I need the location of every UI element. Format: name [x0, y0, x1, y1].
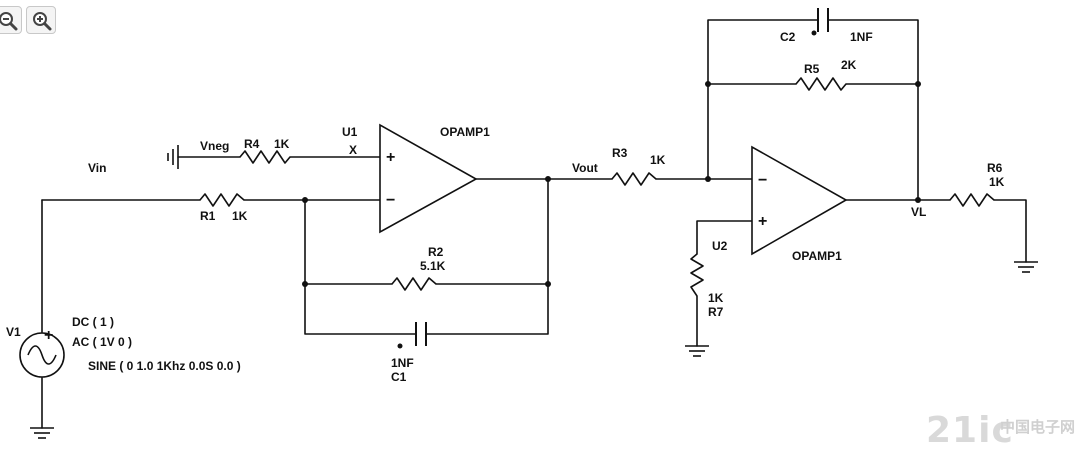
junctions: [302, 81, 921, 287]
u1-ref-label: U1: [342, 125, 358, 139]
c1-value-label: 1NF: [391, 356, 414, 370]
junction-node: [915, 197, 921, 203]
zoom-in-button[interactable]: [26, 6, 56, 34]
u1-model-label: OPAMP1: [440, 125, 490, 139]
wires: [41, 19, 1027, 429]
wire-r2-left: [304, 199, 393, 285]
u2-plus-label: +: [758, 213, 767, 230]
junction-node: [545, 281, 551, 287]
u2-minus-label: −: [758, 172, 767, 189]
wire-c2-right: [827, 19, 919, 201]
watermark: 21ic 中国电子网: [926, 410, 1075, 451]
junction-node: [705, 81, 711, 87]
r6-resistor: [949, 193, 995, 207]
r4-ref-label: R4: [244, 137, 260, 151]
u1-plus-label: +: [386, 149, 395, 166]
v1-ac-label: AC ( 1V 0 ): [72, 335, 132, 349]
v1-sine-label: SINE ( 0 1.0 1Khz 0.0S 0.0 ): [88, 359, 241, 373]
r5-value-label: 2K: [841, 58, 857, 72]
r6-ref-label: R6: [987, 161, 1003, 175]
r3-resistor: [611, 172, 657, 186]
junction-node: [915, 81, 921, 87]
c1-capacitor: [415, 322, 427, 346]
r5-resistor: [795, 77, 847, 91]
wire-c1-right: [425, 178, 549, 335]
r6-value-label: 1K: [989, 175, 1005, 189]
watermark-21ic-label: 21ic: [926, 410, 1014, 451]
r2-resistor: [391, 277, 437, 291]
wire-c1-left: [304, 283, 417, 335]
r4-value-label: 1K: [274, 137, 290, 151]
junction-node: [302, 197, 308, 203]
u2-model-label: OPAMP1: [792, 249, 842, 263]
ground-r6-icon: [1014, 261, 1038, 273]
u1-opamp: [379, 123, 478, 234]
vneg-net-label: Vneg: [200, 139, 229, 153]
watermark-cn-label: 中国电子网: [1000, 418, 1075, 436]
r3-value-label: 1K: [650, 153, 666, 167]
u1-x-label: X: [349, 143, 357, 157]
junction-node: [705, 176, 711, 182]
u2-opamp: [751, 145, 848, 256]
sine-wave-icon: [27, 345, 57, 365]
c2-value-label: 1NF: [850, 30, 873, 44]
labels: Vin Vneg Vout VL R4 1K R1 1K R2 5.1K R3 …: [6, 30, 1005, 384]
resistors: [199, 77, 995, 297]
junction-node: [545, 176, 551, 182]
r3-ref-label: R3: [612, 146, 628, 160]
r1-value-label: 1K: [232, 209, 248, 223]
r4-resistor: [239, 150, 291, 164]
vout-net-label: Vout: [572, 161, 598, 175]
r7-resistor: [690, 253, 704, 297]
junction-node: [302, 281, 308, 287]
wire-u2-r7: [696, 220, 753, 255]
u1-minus-label: −: [386, 192, 395, 209]
r7-value-label: 1K: [708, 291, 724, 305]
r2-ref-label: R2: [428, 245, 444, 259]
r2-value-label: 5.1K: [420, 259, 446, 273]
wire-c2-left: [707, 19, 819, 180]
c2-ref-label: C2: [780, 30, 796, 44]
c1-polarity-dot: [397, 343, 403, 349]
c2-capacitor: [817, 8, 829, 32]
ground-r4-icon: [167, 145, 179, 169]
zoom-out-icon: [0, 12, 18, 31]
vl-net-label: VL: [911, 205, 926, 219]
c2-polarity-dot: [811, 30, 817, 36]
ground-r7-icon: [685, 345, 709, 357]
c1-ref-label: C1: [391, 370, 407, 384]
zoom-in-icon: [33, 12, 52, 31]
r5-ref-label: R5: [804, 62, 820, 76]
v1-dc-label: DC ( 1 ): [72, 315, 114, 329]
u2-ref-label: U2: [712, 239, 728, 253]
v1-ref-label: V1: [6, 325, 21, 339]
zoom-out-button[interactable]: [0, 6, 22, 34]
capacitors: [415, 8, 829, 346]
vin-net-label: Vin: [88, 161, 106, 175]
r1-resistor: [199, 193, 245, 207]
r7-ref-label: R7: [708, 305, 724, 319]
wire-r6-ground: [993, 199, 1027, 263]
ground-v1-icon: [30, 427, 54, 439]
v1-plus-label: +: [44, 327, 53, 344]
r1-ref-label: R1: [200, 209, 216, 223]
